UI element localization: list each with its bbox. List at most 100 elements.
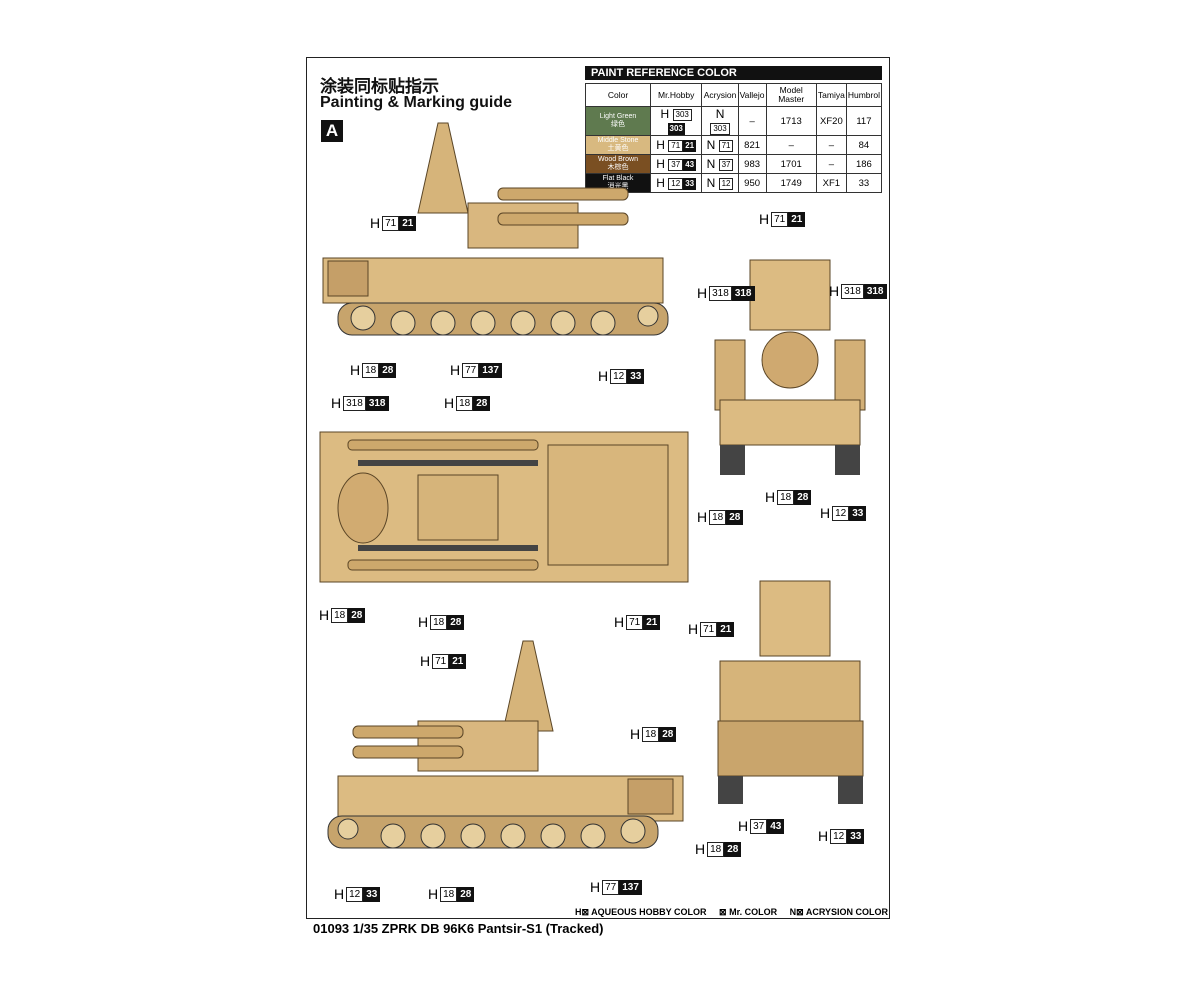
mr-color-code: 28 — [457, 886, 475, 902]
aqueous-code: 18 — [331, 607, 349, 623]
mr-color-code: 43 — [767, 818, 785, 834]
title-chinese: 涂装同标贴指示 — [320, 77, 439, 96]
mr-hobby-cell: H 303303 — [649, 106, 703, 136]
mr-color-code: 33 — [363, 886, 381, 902]
mr-color-code: 28 — [447, 614, 465, 630]
tamiya-cell: XF20 — [815, 106, 847, 136]
mr-color-code: 318 — [731, 285, 755, 301]
mr-color-code: 21 — [683, 139, 697, 152]
aqueous-code: 12 — [610, 368, 628, 384]
h-prefix: H — [656, 157, 665, 171]
mr-color-code: 28 — [724, 841, 742, 857]
scheme-badge: A — [321, 120, 343, 142]
color-name: Middle Stone — [597, 137, 639, 144]
side-view-right — [322, 122, 669, 336]
aqueous-code: 12 — [830, 828, 848, 844]
column-header: Model Master — [765, 83, 817, 107]
aqueous-code: 12 — [668, 177, 684, 190]
aqueous-code: 318 — [343, 395, 366, 411]
aqueous-code: 71 — [432, 653, 450, 669]
model-master-cell: – — [765, 135, 817, 155]
acrysion-code: 71 — [718, 139, 734, 152]
tamiya-cell: XF1 — [815, 173, 847, 193]
acrysion-code: 37 — [718, 158, 734, 171]
mr-color-code: 43 — [683, 158, 697, 171]
side-view-left — [327, 640, 684, 849]
aqueous-code: 71 — [626, 614, 644, 630]
mr-color-code: 28 — [379, 362, 397, 378]
tamiya-cell: – — [815, 154, 847, 174]
h-prefix: H — [759, 211, 770, 227]
color-name-cn: 绿色 — [611, 121, 625, 128]
mr-color-code: 318 — [365, 395, 389, 411]
h-prefix: H — [688, 621, 699, 637]
humbrol-cell: 84 — [845, 135, 883, 155]
mr-color-code: 21 — [399, 215, 417, 231]
h-prefix: H — [818, 828, 829, 844]
aqueous-code: 18 — [430, 614, 448, 630]
aqueous-code: 77 — [602, 879, 620, 895]
model-master-cell: 1749 — [765, 173, 817, 193]
aqueous-code: 71 — [382, 215, 400, 231]
h-prefix: H — [630, 726, 641, 742]
mr-color-code: 318 — [863, 283, 887, 299]
color-name-cn: 土黄色 — [607, 145, 629, 152]
aqueous-code: 37 — [750, 818, 768, 834]
top-view — [319, 431, 689, 583]
aqueous-code: 71 — [700, 621, 718, 637]
h-prefix: H — [590, 879, 601, 895]
aqueous-code: 71 — [771, 211, 789, 227]
kit-title-footer: 01093 1/35 ZPRK DB 96K6 Pantsir-S1 (Trac… — [313, 921, 604, 936]
aqueous-code: 18 — [777, 489, 795, 505]
h-prefix: H — [656, 176, 665, 190]
aqueous-code: 37 — [668, 158, 684, 171]
mr-color-code: 33 — [847, 828, 865, 844]
legend-aqueous: H⊠ AQUEOUS HOBBY COLOR — [574, 907, 707, 917]
aqueous-code: 18 — [362, 362, 380, 378]
n-prefix: N — [706, 176, 716, 190]
h-prefix: H — [450, 362, 461, 378]
aqueous-code: 18 — [456, 395, 474, 411]
h-prefix: H — [614, 614, 625, 630]
color-name: Wood Brown — [598, 156, 638, 163]
model-master-cell: 1713 — [765, 106, 817, 136]
h-prefix: H — [428, 886, 439, 902]
h-prefix: H — [656, 138, 665, 152]
paint-table-title: PAINT REFERENCE COLOR — [585, 66, 882, 80]
acrysion-cell: N 37 — [701, 154, 739, 174]
aqueous-code: 18 — [440, 886, 458, 902]
h-prefix: H — [319, 607, 330, 623]
tamiya-cell: – — [815, 135, 847, 155]
mr-color-code: 137 — [479, 362, 502, 378]
mr-color-code: 33 — [683, 177, 697, 190]
mr-color-code: 28 — [794, 489, 812, 505]
mr-color-code: 21 — [643, 614, 661, 630]
aqueous-code: 18 — [709, 509, 727, 525]
column-header: Color — [585, 83, 651, 107]
humbrol-cell: 33 — [845, 173, 883, 193]
color-name-cn: 木棕色 — [607, 164, 629, 171]
mr-color-code: 28 — [659, 726, 677, 742]
h-prefix: H — [420, 653, 431, 669]
h-prefix: H — [331, 395, 342, 411]
h-prefix: H — [695, 841, 706, 857]
